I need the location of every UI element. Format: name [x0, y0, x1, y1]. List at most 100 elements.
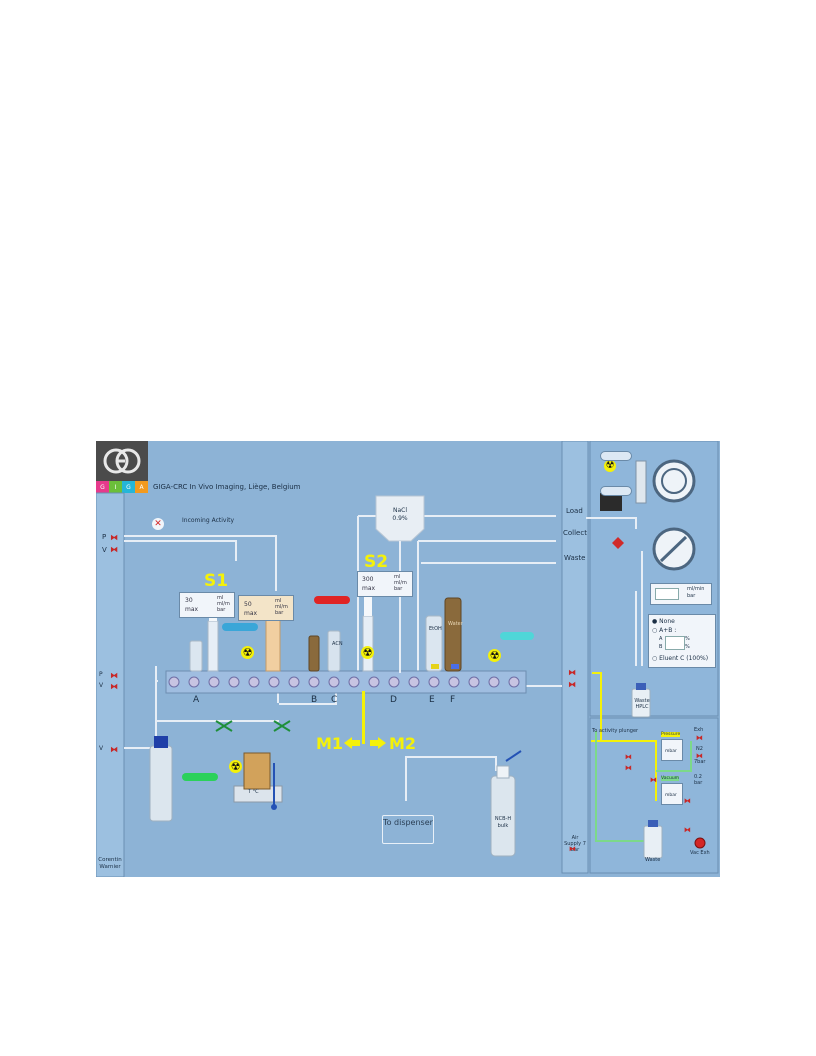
status-pill-blue	[222, 623, 258, 631]
vac-pump-icon	[694, 837, 706, 849]
vial-brown	[308, 635, 320, 672]
a-label: A	[659, 636, 663, 642]
m1-label[interactable]: M1	[316, 734, 344, 753]
valve-v3-icon[interactable]: ⧓	[110, 745, 118, 754]
radiation-icon: ☢	[241, 646, 254, 659]
hplc-flow-input[interactable]	[655, 588, 679, 600]
status-pill-cyan	[500, 632, 534, 640]
author-label: Corentin Warnier	[98, 857, 122, 870]
valve-p-icon[interactable]: ⧓	[110, 533, 118, 542]
waste-label: Waste	[564, 554, 586, 562]
02bar-label: 0.2 bar	[694, 774, 703, 786]
vacuum-control[interactable]: Vacuum mbar	[661, 776, 683, 805]
reactor-temp-label: T °C	[248, 789, 259, 795]
hplc-valve-1	[652, 459, 696, 503]
s1b-control[interactable]: 50 max ml ml/m bar	[238, 595, 294, 621]
valve-air-icon[interactable]: ⧓	[569, 845, 576, 853]
v2-label: V	[99, 682, 104, 689]
status-pill-red	[314, 596, 350, 604]
m2-label[interactable]: M2	[389, 734, 417, 753]
giga-logo: G I G A	[96, 441, 148, 493]
valve-v2-icon[interactable]: ⧓	[110, 682, 118, 691]
valve-pressure-icon[interactable]: ⧓	[650, 776, 657, 784]
radio-none-label: None	[659, 618, 675, 625]
status-pill-green	[182, 773, 218, 781]
pct-b: %	[685, 644, 690, 650]
page-title: GIGA-CRC In Vivo Imaging, Liège, Belgium	[153, 483, 301, 491]
valve-v-icon[interactable]: ⧓	[110, 545, 118, 554]
acn-bottle-shape	[327, 630, 341, 672]
etoh-label: EtOH	[429, 626, 442, 632]
radiation-icon: ☢	[604, 460, 616, 472]
manifold-label-c: C	[331, 695, 338, 705]
radio-none[interactable]: ● None	[652, 618, 675, 625]
manifold-valves	[168, 676, 520, 688]
v3-label: V	[99, 745, 104, 752]
acn-label: ACN	[332, 641, 343, 647]
p-label: P	[102, 533, 107, 541]
nacl-bag	[375, 495, 425, 542]
left-control-strip	[96, 492, 125, 877]
gas-waste-label: Waste	[645, 857, 661, 863]
b-label: B	[659, 644, 663, 650]
activity-blocked-icon[interactable]: ✕	[152, 518, 164, 530]
giga-logo-mark	[103, 448, 141, 474]
hplc-column	[635, 460, 647, 504]
status-pill-hplc	[600, 451, 632, 461]
m-indicator-line	[362, 691, 365, 744]
bulk-label: NCB-H bulk	[494, 816, 512, 829]
arrow-left	[344, 737, 360, 749]
air-supply-label: Air Supply 7 bar	[564, 835, 586, 853]
valve-exh-icon[interactable]: ⧓	[696, 734, 703, 742]
valve-plunger2-icon[interactable]: ⧓	[625, 764, 632, 772]
radiation-icon: ☢	[488, 649, 501, 662]
to-dispenser-box: To dispenser	[382, 815, 434, 844]
logo-letter: G	[96, 481, 109, 493]
right-column-strip	[561, 441, 589, 874]
pressure-control[interactable]: Pressure mbar	[661, 732, 683, 761]
s1-control[interactable]: 30 max ml ml/m bar	[179, 592, 235, 618]
vacuum-label: Vacuum	[661, 776, 680, 781]
vac-exh-label: Vac Exh	[690, 850, 710, 856]
s2-plunger	[364, 591, 372, 616]
hplc-flow-control[interactable]: ml/min bar	[650, 583, 712, 605]
manifold-label-a: A	[193, 695, 200, 705]
logo-letter: G	[122, 481, 135, 493]
s1-barrel	[207, 620, 219, 672]
s2-max: max	[362, 585, 376, 592]
left-bottle	[149, 745, 173, 822]
radiation-icon: ☢	[229, 760, 242, 773]
tubing	[124, 515, 643, 801]
valve-right-v-icon[interactable]: ⧓	[568, 680, 576, 689]
s2-barrel	[362, 615, 374, 672]
collect-label: Collect	[563, 529, 587, 537]
radio-ab[interactable]: ○ A+B :	[652, 627, 677, 634]
vial-a	[189, 640, 203, 672]
to-dispenser-label: To dispenser	[383, 818, 433, 827]
reactor-vessel	[243, 752, 271, 790]
s1b-max: max	[244, 610, 258, 617]
etoh-bottle-shape	[425, 615, 443, 672]
radio-ab-label: A+B :	[659, 627, 677, 634]
s2-control[interactable]: 300 max ml ml/m bar	[357, 571, 413, 597]
manifold-label-f: F	[450, 695, 456, 705]
nacl-label: NaCl 0.9%	[392, 507, 408, 522]
hplc-detector	[600, 493, 622, 511]
radiation-icon: ☢	[361, 646, 374, 659]
ab-percent-input[interactable]	[665, 636, 685, 650]
water-label: Water	[448, 621, 463, 627]
valve-n2-icon[interactable]: ⧓	[696, 752, 703, 760]
valve-right-p-icon[interactable]: ⧓	[568, 668, 576, 677]
radio-eluent-c[interactable]: ○ Eluent C (100%)	[652, 655, 709, 662]
status-pill-hplc-2	[600, 486, 632, 496]
valve-vac-icon[interactable]: ⧓	[684, 797, 691, 805]
incoming-activity-label: Incoming Activity	[182, 517, 235, 524]
s1-max: max	[185, 606, 199, 613]
valve-vac2-icon[interactable]: ⧓	[684, 826, 691, 834]
hplc-eluent-options[interactable]: ● None ○ A+B : A B % % ○ Eluent C (100%)	[648, 614, 716, 668]
valve-p2-icon[interactable]: ⧓	[110, 671, 118, 680]
s2-label: S2	[364, 552, 389, 572]
vacuum-unit: mbar	[665, 793, 677, 798]
s2-units: ml ml/m bar	[394, 574, 407, 592]
valve-plunger-icon[interactable]: ⧓	[625, 753, 632, 761]
